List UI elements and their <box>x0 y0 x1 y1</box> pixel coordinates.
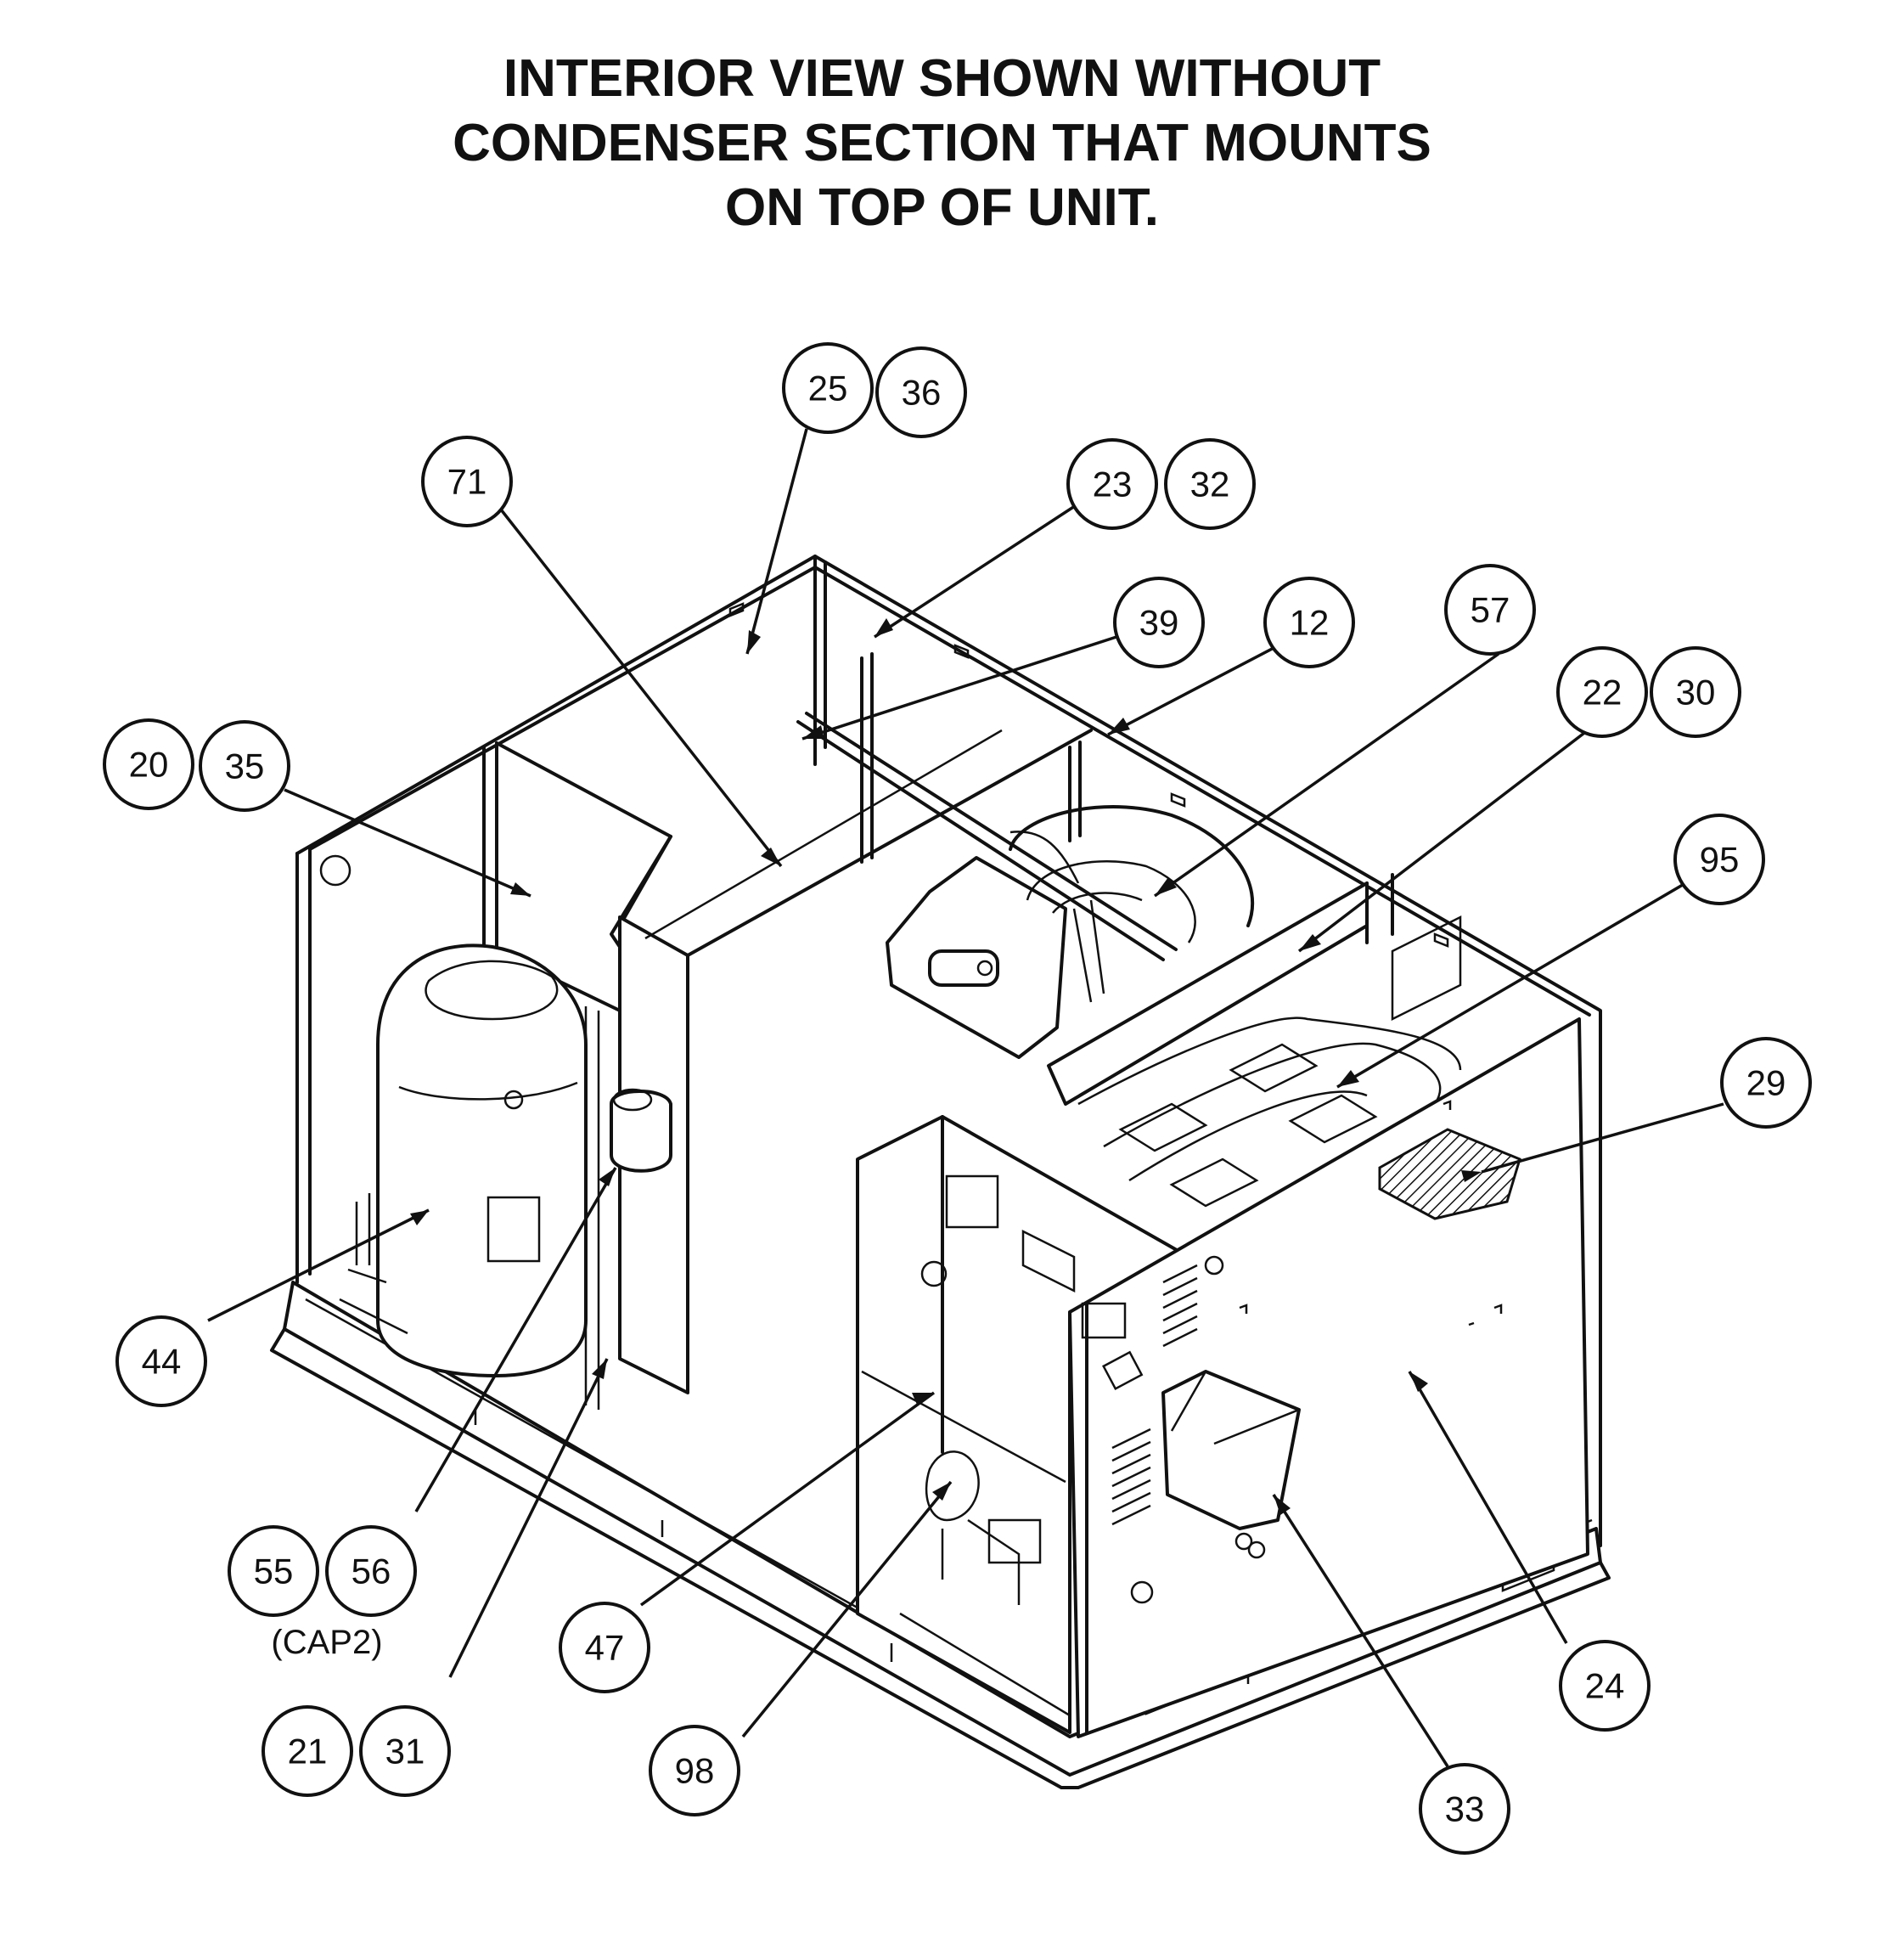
callout-number: 30 <box>1676 673 1716 712</box>
callout-number: 39 <box>1139 603 1179 643</box>
callout-12: 12 <box>1263 577 1355 668</box>
callout-number: 98 <box>675 1751 715 1791</box>
hatched-label <box>1378 1128 1521 1220</box>
callout-21: 21 <box>262 1705 353 1797</box>
callout-25: 25 <box>782 342 874 434</box>
callout-number: 55 <box>254 1552 294 1591</box>
callout-36: 36 <box>875 346 967 438</box>
callout-24: 24 <box>1559 1640 1651 1732</box>
callout-56: 56 <box>325 1525 417 1617</box>
callout-31: 31 <box>359 1705 451 1797</box>
callout-number: 32 <box>1190 465 1230 504</box>
callout-32: 32 <box>1164 438 1256 530</box>
compressor-section <box>339 741 672 1410</box>
blower-assembly <box>796 712 1255 1059</box>
callout-39: 39 <box>1113 577 1205 668</box>
callout-number: 24 <box>1585 1666 1625 1706</box>
callout-number: 71 <box>447 462 487 502</box>
callout-35: 35 <box>199 720 290 812</box>
leader-lines <box>207 428 1737 1767</box>
callout-29: 29 <box>1720 1037 1812 1129</box>
callout-55: 55 <box>228 1525 319 1617</box>
title-line-3: ON TOP OF UNIT. <box>725 178 1159 237</box>
callout-33: 33 <box>1419 1763 1510 1855</box>
callout-20: 20 <box>103 718 194 810</box>
callout-number: 23 <box>1093 465 1133 504</box>
callout-number: 25 <box>808 369 848 408</box>
callout-95: 95 <box>1673 814 1765 905</box>
callout-23: 23 <box>1066 438 1158 530</box>
callout-number: 44 <box>142 1342 182 1382</box>
callout-balloons: 25 36 71 23 32 39 12 57 22 30 20 35 95 2… <box>103 342 1812 1855</box>
callout-number: 33 <box>1445 1789 1485 1829</box>
callout-number: 95 <box>1700 840 1740 880</box>
callout-number: 57 <box>1471 590 1510 630</box>
callout-number: 31 <box>385 1732 425 1771</box>
callout-71: 71 <box>421 436 513 527</box>
callout-30: 30 <box>1650 646 1741 738</box>
callout-number: 22 <box>1583 673 1622 712</box>
diagram-title: INTERIOR VIEW SHOWN WITHOUT CONDENSER SE… <box>0 47 1884 240</box>
callout-number: 20 <box>129 745 169 785</box>
coil-section <box>1047 873 1462 1208</box>
callout-number: 47 <box>585 1628 625 1668</box>
callout-number: 35 <box>225 746 265 786</box>
callout-number: 12 <box>1290 603 1330 643</box>
title-line-2: CONDENSER SECTION THAT MOUNTS <box>453 114 1431 172</box>
title-line-1: INTERIOR VIEW SHOWN WITHOUT <box>503 49 1381 108</box>
callout-number: 56 <box>351 1552 391 1591</box>
access-panel <box>1068 1017 1589 1738</box>
center-wall <box>610 729 1093 1394</box>
callout-22: 22 <box>1556 646 1648 738</box>
callout-47: 47 <box>559 1602 650 1693</box>
callout-number: 29 <box>1746 1063 1786 1103</box>
callout-number: 36 <box>902 373 942 413</box>
callout-number: 21 <box>288 1732 328 1771</box>
callout-57: 57 <box>1444 564 1536 656</box>
callout-98: 98 <box>649 1725 740 1816</box>
cap2-label: (CAP2) <box>271 1624 382 1661</box>
callout-44: 44 <box>115 1315 207 1407</box>
